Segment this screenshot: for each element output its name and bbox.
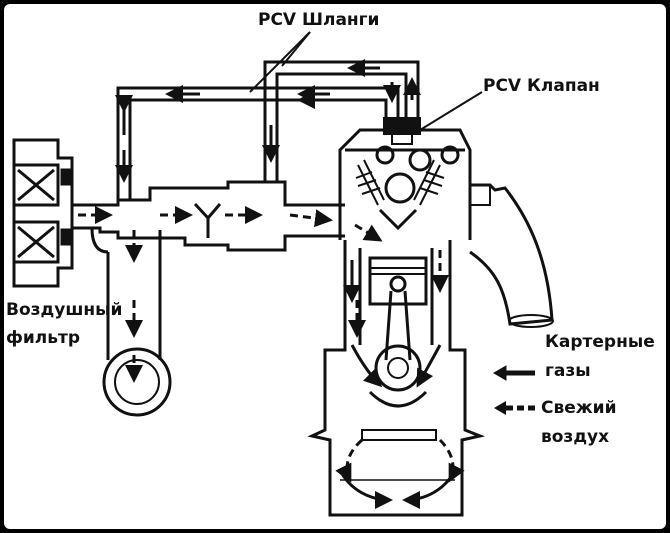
- intake-duct: [72, 180, 345, 254]
- air-filter-housing: [12, 138, 74, 288]
- label-crankcase-gases-line1: Картерные: [545, 332, 655, 352]
- diagram-background: [4, 4, 666, 529]
- label-air-filter-line1: Воздушный: [6, 300, 123, 320]
- engine-block: [307, 128, 486, 517]
- fresh-air-flow: [78, 206, 465, 483]
- label-pcv-valve: PCV Клапан: [483, 76, 600, 96]
- exhaust-manifold: [469, 183, 554, 328]
- label-air-filter-line2: фильтр: [6, 328, 81, 348]
- legend-crankcase-gas-arrow: [493, 365, 535, 381]
- crankcase-gas-flow: [115, 59, 457, 509]
- label-crankcase-gases-line2: газы: [545, 361, 591, 381]
- label-fresh-air-line1: Свежий: [541, 398, 617, 418]
- label-fresh-air-line2: воздух: [541, 427, 610, 447]
- label-pcv-hoses: PCV Шланги: [258, 10, 380, 30]
- resonator: [102, 230, 172, 417]
- legend-fresh-air-arrowhead: [494, 401, 506, 415]
